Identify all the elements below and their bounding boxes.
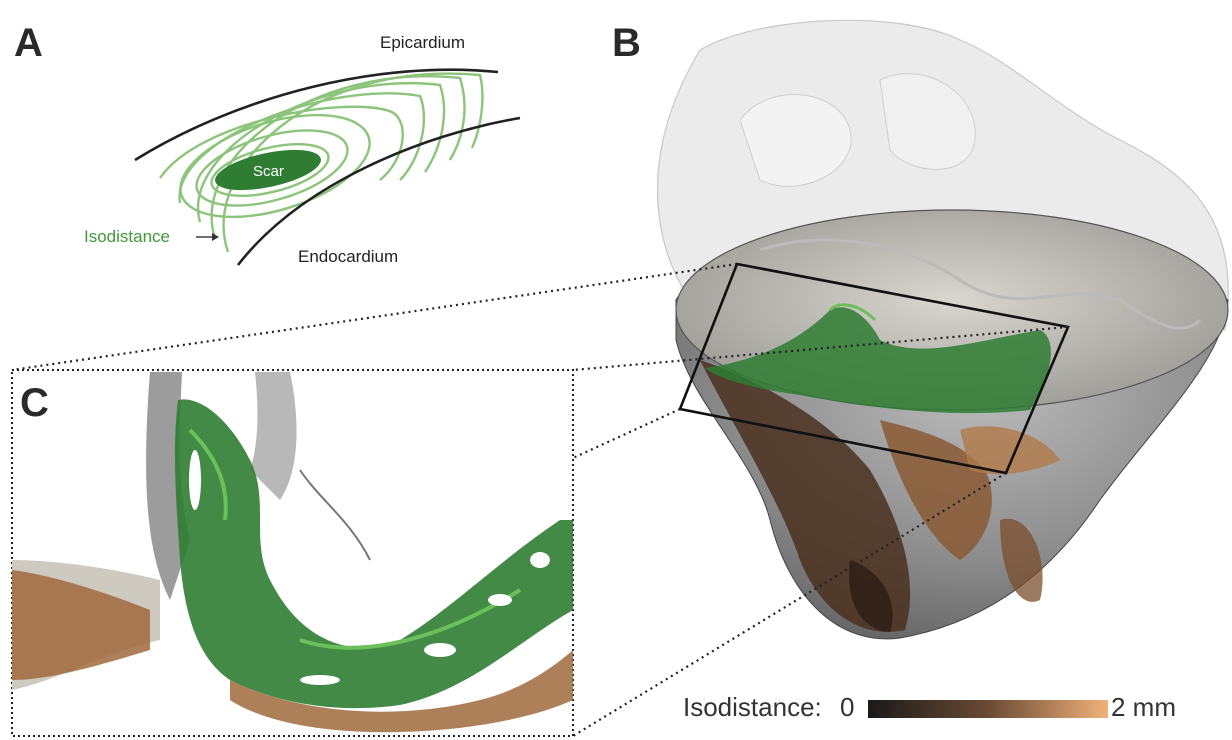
endocardium-label: Endocardium (298, 247, 398, 266)
panel-a-letter: A (14, 21, 43, 65)
panel-c-closeup: C (12, 370, 573, 736)
isodistance-label: Isodistance (84, 227, 170, 246)
isodistance-colorbar: Isodistance: 0 2 mm (683, 692, 1176, 722)
scar-label: Scar (253, 163, 284, 180)
colorbar-max: 2 mm (1111, 692, 1176, 722)
panel-c-letter: C (20, 381, 49, 425)
isodistance-pointer-arrow (196, 233, 219, 241)
isodistance-lines (160, 74, 482, 252)
panel-b-letter: B (612, 21, 641, 65)
colorbar-gradient (868, 700, 1108, 718)
colorbar-min: 0 (840, 692, 854, 722)
endocardium-boundary (238, 118, 520, 265)
colorbar-label: Isodistance: (683, 692, 822, 722)
panel-a-schematic: A Scar Epicardium Endocardium Isodistanc… (14, 21, 520, 266)
panel-b-heart-model: B (612, 20, 1228, 639)
epicardium-label: Epicardium (380, 33, 465, 52)
